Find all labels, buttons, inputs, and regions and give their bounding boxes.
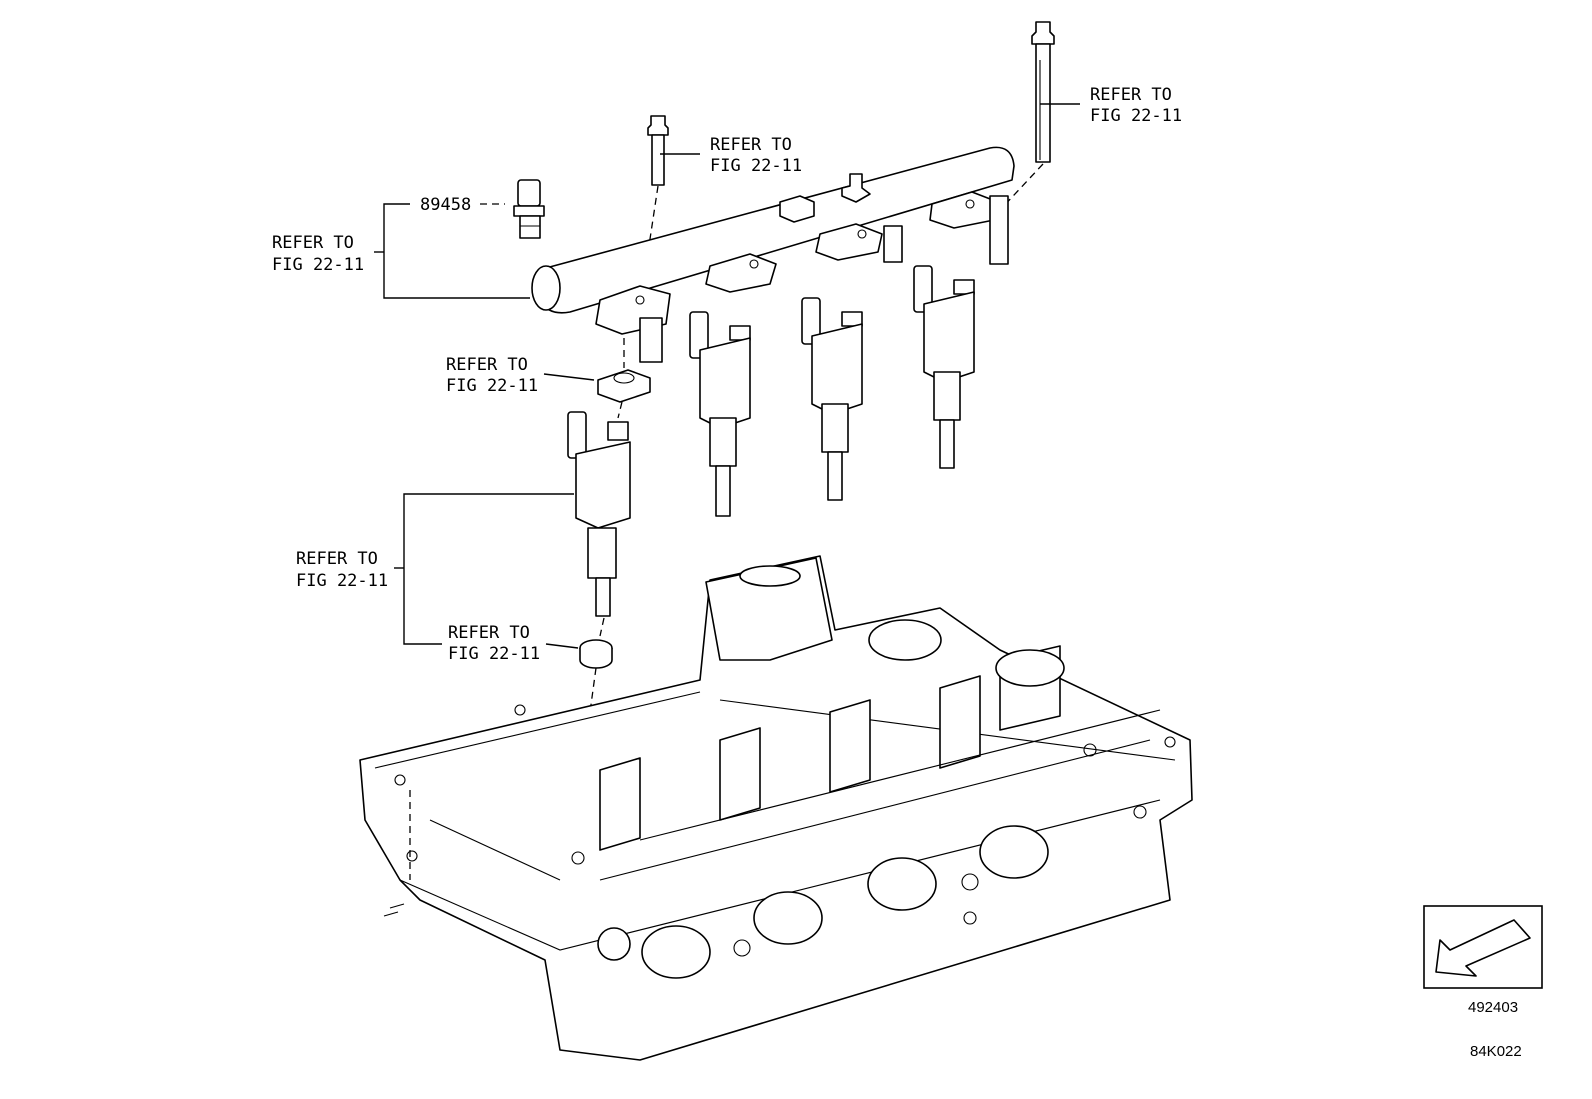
injector-2[interactable] [689, 311, 751, 517]
callout-fuel-rail: REFER TO FIG 22-11 [272, 233, 364, 275]
callout-fuel-rail-line2: FIG 22-11 [272, 255, 364, 275]
callout-spacer-line1: REFER TO [446, 355, 528, 375]
figure-id: 84K022 [1470, 1043, 1522, 1060]
callout-seal: REFER TO FIG 22-11 [448, 623, 540, 664]
callout-fuel-rail-line1: REFER TO [272, 233, 354, 253]
arrow-down-left-icon [1435, 919, 1531, 977]
part-number-89458[interactable]: 89458 [420, 195, 471, 215]
legend-code: 492403 [1468, 999, 1518, 1016]
callout-seal-line1: REFER TO [448, 623, 530, 643]
callout-bolt-right: REFER TO FIG 22-11 [1090, 85, 1182, 126]
callout-bolt-right-line2: FIG 22-11 [1090, 106, 1182, 126]
callout-injector-line2: FIG 22-11 [296, 571, 388, 591]
callout-bolt-right-line1: REFER TO [1090, 85, 1172, 105]
callout-spacer-line2: FIG 22-11 [446, 376, 538, 396]
callout-bolt-left-line1: REFER TO [710, 135, 792, 155]
injector-3[interactable] [801, 297, 863, 501]
fuel-rail[interactable] [531, 146, 1015, 363]
injector-seal[interactable] [579, 639, 613, 669]
injector-4[interactable] [913, 265, 975, 469]
callout-spacer: REFER TO FIG 22-11 [446, 355, 538, 396]
spacer[interactable] [597, 369, 651, 403]
long-bolt[interactable] [1031, 21, 1055, 163]
callout-bolt-left: REFER TO FIG 22-11 [710, 135, 802, 176]
leader-lines [374, 103, 1080, 649]
cylinder-head [359, 555, 1193, 1061]
callout-seal-line2: FIG 22-11 [448, 644, 540, 664]
callout-bolt-left-line2: FIG 22-11 [710, 156, 802, 176]
legend-box: 492403 [1423, 905, 1543, 1016]
fuel-pressure-sensor[interactable] [513, 179, 545, 239]
callout-injector-line1: REFER TO [296, 549, 378, 569]
short-bolt[interactable] [647, 115, 669, 186]
injector-1[interactable] [567, 411, 631, 617]
callout-injector: REFER TO FIG 22-11 [296, 549, 388, 591]
